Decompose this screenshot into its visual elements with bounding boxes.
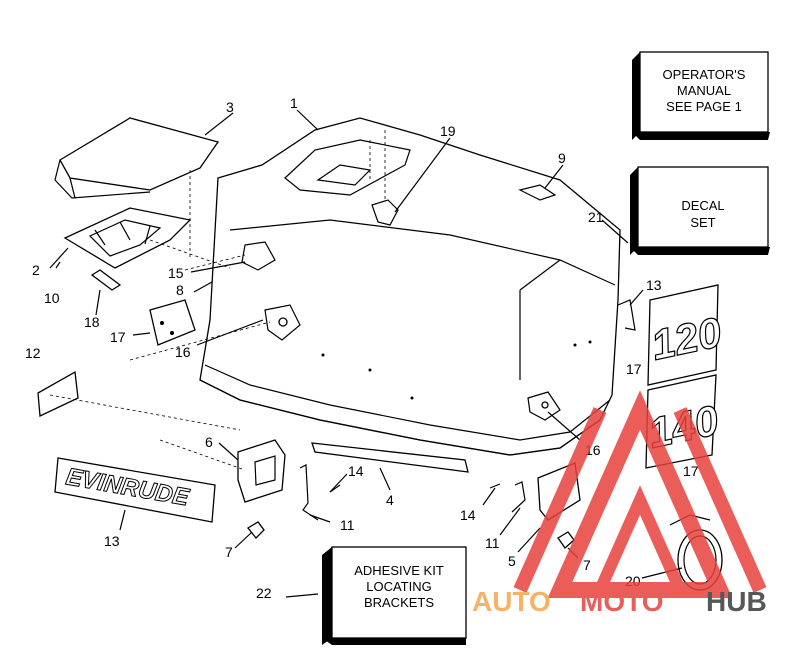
hardware [55,261,636,549]
trim-strip-4 [311,442,469,473]
manual-line-2: MANUAL [677,83,731,98]
callout-numbers: 1 3 19 9 21 13 2 15 10 8 18 17 16 12 17 … [25,95,699,601]
callout-10: 10 [44,290,60,306]
watermark-moto: MOTO [580,586,663,617]
callout-leaders [49,109,683,598]
mount-plate-6 [237,439,286,503]
callout-18: 18 [84,314,100,330]
callout-12: 12 [25,345,41,361]
adhesive-line-3: BRACKETS [364,595,434,610]
label-12 [37,370,79,417]
callout-15: 15 [168,265,184,281]
manual-line-3: SEE PAGE 1 [666,99,742,114]
callout-9: 9 [558,150,566,166]
grille-frame [63,207,192,269]
leader-dashes [49,130,386,471]
box-operators-manual: OPERATOR'S MANUAL SEE PAGE 1 [632,51,770,140]
decal-line-1: DECAL [681,198,724,213]
number-decal-a: 120 [646,284,726,386]
watermark-hub: HUB [706,586,767,617]
callout-13-top: 13 [646,277,662,293]
callout-17-left: 17 [110,329,126,345]
watermark-logo: AUTO MOTO HUB [472,390,767,617]
callout-11-right: 11 [485,535,500,551]
callout-3: 3 [226,99,234,115]
watermark-auto: AUTO [472,586,551,617]
callout-4: 4 [386,492,394,508]
callout-19: 19 [440,123,456,139]
callout-22: 22 [256,585,272,601]
callout-11-left: 11 [340,517,355,533]
manual-line-1: OPERATOR'S [663,67,746,82]
callout-1: 1 [290,95,298,111]
adhesive-line-2: LOCATING [366,579,432,594]
adhesive-line-1: ADHESIVE KIT [354,563,444,578]
callout-5: 5 [508,553,516,569]
engine-cover [199,117,621,456]
callout-14-right: 14 [460,507,476,523]
box-adhesive-kit: ADHESIVE KIT LOCATING BRACKETS [322,546,467,645]
strip-18 [90,269,122,291]
hood-flap [54,117,220,199]
callout-7-left: 7 [225,544,233,560]
callout-2: 2 [32,262,40,278]
box-decal-set: DECAL SET [630,166,770,255]
callout-16-left: 16 [175,344,191,360]
callout-21: 21 [588,209,604,225]
bracket-17-left [149,299,196,346]
decal-line-2: SET [690,215,715,230]
callout-13-bottom: 13 [104,533,120,549]
callout-17-right: 17 [683,463,699,479]
callout-6: 6 [205,434,213,450]
brand-decal: EVINRUDE [54,457,216,523]
callout-7-right: 7 [583,557,591,573]
callout-14-left: 14 [348,463,364,479]
callout-8: 8 [176,282,184,298]
callout-17-mid: 17 [626,361,642,377]
